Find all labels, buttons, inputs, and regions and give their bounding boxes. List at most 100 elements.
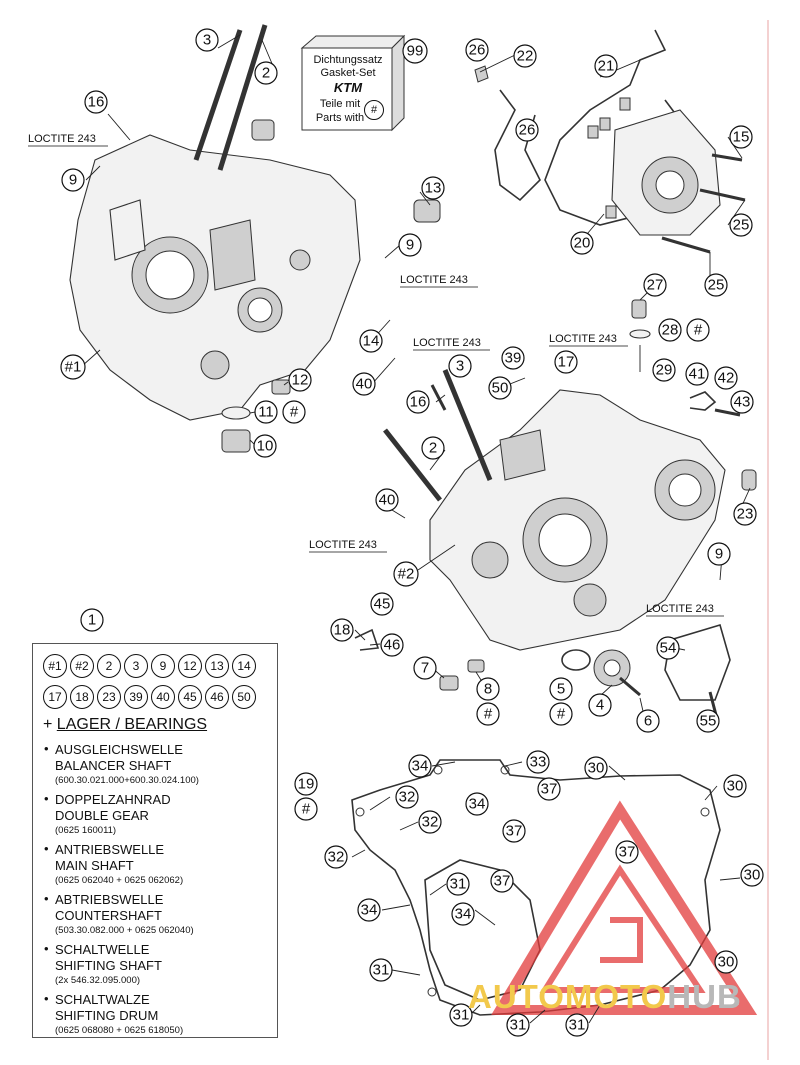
svg-text:32: 32 [399, 789, 416, 806]
gasket-set-title-de: Dichtungssatz [313, 54, 383, 66]
svg-text:21: 21 [598, 58, 615, 75]
callout-7: 7 [413, 656, 437, 680]
bearings-heading: + LAGER / BEARINGS [43, 716, 269, 734]
callout-37: 37 [537, 777, 561, 801]
callout-40: 40 [375, 488, 399, 512]
callout-28: 28 [658, 318, 682, 342]
svg-text:22: 22 [517, 48, 534, 65]
callout-31: 31 [369, 958, 393, 982]
svg-text:54: 54 [660, 640, 677, 657]
svg-text:9: 9 [715, 546, 723, 563]
callout-31: 31 [565, 1013, 589, 1037]
svg-text:2: 2 [262, 65, 270, 82]
svg-text:3: 3 [203, 32, 211, 49]
list-item: DOPPELZAHNRAD DOUBLE GEAR (0625 160011) [43, 791, 269, 837]
svg-text:10: 10 [257, 438, 274, 455]
loctite-label: LOCTITE 243 [28, 133, 96, 145]
callout-30: 30 [714, 950, 738, 974]
callout-43: 43 [730, 390, 754, 414]
loctite-label: LOCTITE 243 [413, 337, 481, 349]
svg-text:31: 31 [450, 876, 467, 893]
callout-16: 16 [406, 390, 430, 414]
svg-text:#: # [484, 706, 493, 723]
callout-19: 19 [294, 772, 318, 796]
item-name-en: DOUBLE GEAR [55, 808, 149, 823]
parts-legend-panel: #1 #2 2 3 9 12 13 14 17 18 23 39 40 45 4… [32, 643, 278, 1038]
callout-5: 5 [549, 677, 573, 701]
callout-46: 46 [380, 633, 404, 657]
callout-11-hash: # [282, 400, 306, 424]
callout-99: 99 [402, 38, 428, 64]
bearing-13 [413, 199, 441, 223]
svg-text:34: 34 [455, 906, 472, 923]
svg-text:26: 26 [519, 122, 536, 139]
gasket-set-title-en: Gasket-Set [320, 67, 376, 79]
callout-30: 30 [740, 863, 764, 887]
legend-number: 18 [70, 685, 94, 709]
callout-33: 33 [526, 750, 550, 774]
svg-text:40: 40 [379, 492, 396, 509]
callout-11: 11 [254, 400, 278, 424]
svg-text:8: 8 [484, 681, 492, 698]
callout-23: 23 [733, 502, 757, 526]
callout-3: 3 [448, 354, 472, 378]
svg-text:17: 17 [558, 354, 575, 371]
callout-20: 20 [570, 231, 594, 255]
item-part-number: (503.30.082.000 + 0625 062040) [55, 925, 194, 936]
callout-40: 40 [352, 372, 376, 396]
svg-text:13: 13 [425, 180, 442, 197]
gasket-set-label: Dichtungssatz Gasket-Set KTM Teile mit P… [300, 40, 396, 128]
svg-text:31: 31 [373, 962, 390, 979]
svg-text:9: 9 [69, 172, 77, 189]
callout-54: 54 [656, 636, 680, 660]
svg-text:34: 34 [412, 758, 429, 775]
svg-text:18: 18 [334, 622, 351, 639]
callout-39: 39 [501, 346, 525, 370]
loctite-label: LOCTITE 243 [309, 539, 377, 551]
callout-19-hash: # [294, 797, 318, 821]
item-name-de: SCHALTWELLE [55, 942, 150, 957]
legend-row-2: 17 18 23 39 40 45 46 50 [43, 685, 269, 709]
list-item: SCHALTWALZE SHIFTING DRUM (0625 068080 +… [43, 991, 269, 1037]
svg-text:14: 14 [363, 333, 380, 350]
gasket-set-parts-en: Parts with [315, 112, 365, 124]
legend-number: 45 [178, 685, 202, 709]
lower-small-parts [354, 624, 731, 716]
callout-3: 3 [195, 28, 219, 52]
svg-text:37: 37 [506, 823, 523, 840]
callout-9: 9 [707, 542, 731, 566]
loctite-labels: LOCTITE 243 LOCTITE 243 LOCTITE 243 LOCT… [28, 133, 724, 617]
callout-37: 37 [490, 869, 514, 893]
callout-15: 15 [729, 125, 753, 149]
legend-number: #2 [70, 654, 94, 678]
callout-42: 42 [714, 366, 738, 390]
callout-hash2: #2 [393, 561, 419, 587]
svg-text:#: # [290, 404, 299, 421]
svg-text:55: 55 [700, 713, 717, 730]
svg-text:5: 5 [557, 681, 565, 698]
callout-41: 41 [685, 362, 709, 386]
loctite-label: LOCTITE 243 [400, 274, 468, 286]
svg-text:99: 99 [407, 43, 424, 60]
svg-text:25: 25 [733, 217, 750, 234]
legend-number: #1 [43, 654, 67, 678]
legend-number: 13 [205, 654, 229, 678]
callout-31: 31 [446, 872, 470, 896]
svg-text:31: 31 [453, 1007, 470, 1024]
loctite-label: LOCTITE 243 [646, 603, 714, 615]
item-name-en: SHIFTING DRUM [55, 1008, 159, 1023]
callout-14: 14 [359, 329, 383, 353]
item-name-en: BALANCER SHAFT [55, 758, 172, 773]
legend-number: 17 [43, 685, 67, 709]
item-name-en: MAIN SHAFT [55, 858, 134, 873]
plus-sign: + [43, 716, 53, 733]
svg-text:50: 50 [492, 380, 509, 397]
callout-45: 45 [370, 592, 394, 616]
callout-17: 17 [554, 350, 578, 374]
item-name-en: SHIFTING SHAFT [55, 958, 162, 973]
callout-37: 37 [502, 819, 526, 843]
item-name-de: ANTRIEBSWELLE [55, 842, 165, 857]
callout-26: 26 [515, 118, 539, 142]
studs-right [383, 369, 493, 502]
watermark-part-2: HUB [667, 978, 742, 1015]
